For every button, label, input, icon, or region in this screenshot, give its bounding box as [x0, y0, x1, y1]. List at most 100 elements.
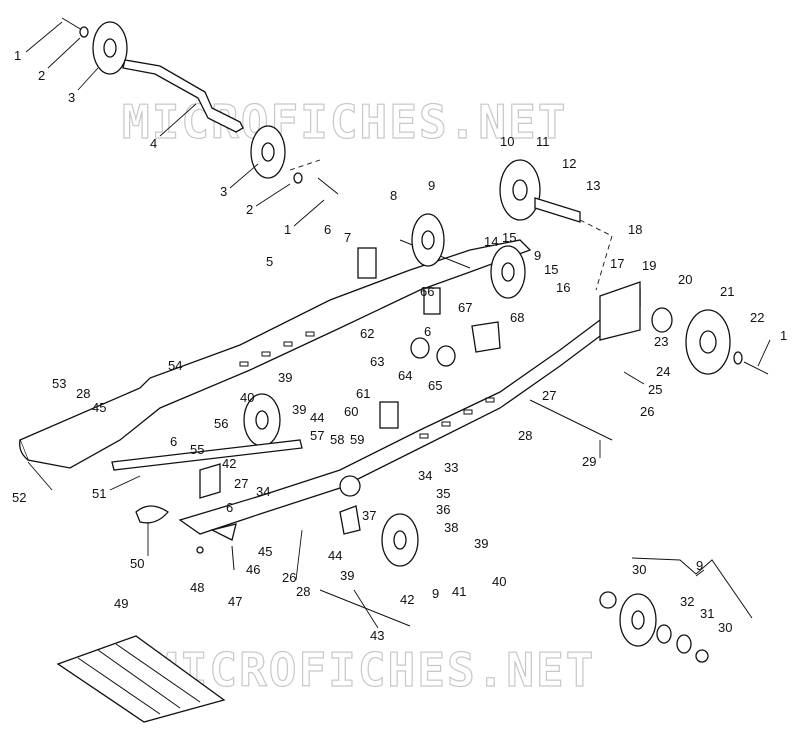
callout-2: 2 [246, 202, 253, 217]
callout-27: 27 [234, 476, 248, 491]
callout-65: 65 [428, 378, 442, 393]
callout-26: 26 [282, 570, 296, 585]
arm-55 [199, 463, 221, 499]
callout-23: 23 [654, 334, 668, 349]
bolt-1c [743, 361, 769, 375]
callout-67: 67 [458, 300, 472, 315]
bearing-30a [599, 591, 617, 609]
callout-59: 59 [350, 432, 364, 447]
callout-44: 44 [310, 410, 324, 425]
front-idler-assembly [61, 17, 339, 195]
callout-66: 66 [420, 284, 434, 299]
callout-40: 40 [492, 574, 506, 589]
bearing-32 [656, 624, 672, 644]
callout-4: 4 [150, 136, 157, 151]
callout-45: 45 [92, 400, 106, 415]
callout-46: 46 [246, 562, 260, 577]
leader-lines [25, 21, 771, 629]
callout-52: 52 [12, 490, 26, 505]
callout-49: 49 [114, 596, 128, 611]
washer-2b [293, 172, 303, 184]
rail-slots [239, 331, 495, 439]
callout-28: 28 [296, 584, 310, 599]
bolt-1a [61, 17, 83, 31]
inset-wheel-group [599, 557, 753, 663]
rear-upper-wheels [399, 159, 613, 299]
callout-34: 34 [418, 468, 432, 483]
block-68 [471, 321, 501, 353]
bushing-65 [436, 345, 456, 367]
callout-68: 68 [510, 310, 524, 325]
callout-64: 64 [398, 368, 412, 383]
inset-group-label: 9 [696, 558, 703, 573]
pad-50 [135, 505, 169, 524]
crossbar-51 [111, 439, 303, 471]
callout-17: 17 [610, 256, 624, 271]
spacer-20 [651, 307, 673, 333]
clip-46 [210, 523, 237, 541]
callout-22: 22 [750, 310, 764, 325]
callout-18: 18 [628, 222, 642, 237]
callout-57: 57 [310, 428, 324, 443]
callout-labels: 1 2 3 4 3 2 1 10 11 12 13 8 9 6 7 5 14 1… [12, 48, 787, 643]
callout-61: 61 [356, 386, 370, 401]
slide-49 [56, 635, 226, 723]
watermark-bottom: MICROFICHES.NET [150, 643, 595, 697]
callout-63: 63 [370, 354, 384, 369]
mid-wheels [243, 393, 419, 567]
callout-39: 39 [278, 370, 292, 385]
callout-62: 62 [360, 326, 374, 341]
callout-27: 27 [542, 388, 556, 403]
rear-idler-assembly [529, 281, 769, 441]
bearing-30b [695, 649, 709, 663]
callout-32: 32 [680, 594, 694, 609]
callout-28: 28 [518, 428, 532, 443]
callout-6: 6 [226, 500, 233, 515]
callout-55: 55 [190, 442, 204, 457]
callout-30: 30 [632, 562, 646, 577]
callout-40: 40 [240, 390, 254, 405]
callout-9: 9 [432, 586, 439, 601]
callout-6: 6 [170, 434, 177, 449]
callout-39: 39 [340, 568, 354, 583]
callout-10: 10 [500, 134, 514, 149]
callout-19: 19 [642, 258, 656, 273]
callout-9: 9 [428, 178, 435, 193]
callout-37: 37 [362, 508, 376, 523]
shaft-13 [534, 197, 581, 223]
callout-45: 45 [258, 544, 272, 559]
callout-2: 2 [38, 68, 45, 83]
callout-7: 7 [344, 230, 351, 245]
callout-43: 43 [370, 628, 384, 643]
callout-1: 1 [14, 48, 21, 63]
callout-39: 39 [474, 536, 488, 551]
ring-31 [676, 634, 692, 654]
callout-60: 60 [344, 404, 358, 419]
callout-21: 21 [720, 284, 734, 299]
callout-29: 29 [582, 454, 596, 469]
callout-42: 42 [400, 592, 414, 607]
callout-56: 56 [214, 416, 228, 431]
washer-2a [79, 26, 89, 38]
callout-39: 39 [292, 402, 306, 417]
callout-11: 11 [536, 134, 550, 149]
callout-3: 3 [68, 90, 75, 105]
callout-5: 5 [266, 254, 273, 269]
bracket-18 [599, 281, 641, 341]
callout-1: 1 [284, 222, 291, 237]
callout-51: 51 [92, 486, 106, 501]
callout-58: 58 [330, 432, 344, 447]
bolt-1b [317, 177, 339, 195]
callout-6: 6 [424, 324, 431, 339]
callout-15: 15 [544, 262, 558, 277]
callout-47: 47 [228, 594, 242, 609]
callout-41: 41 [452, 584, 466, 599]
callout-53: 53 [52, 376, 66, 391]
callout-6: 6 [324, 222, 331, 237]
nut-48 [196, 546, 204, 554]
watermark-top: MICROFICHES.NET [122, 95, 567, 149]
arm-37 [339, 505, 361, 535]
callout-33: 33 [444, 460, 458, 475]
callout-9: 9 [534, 248, 541, 263]
